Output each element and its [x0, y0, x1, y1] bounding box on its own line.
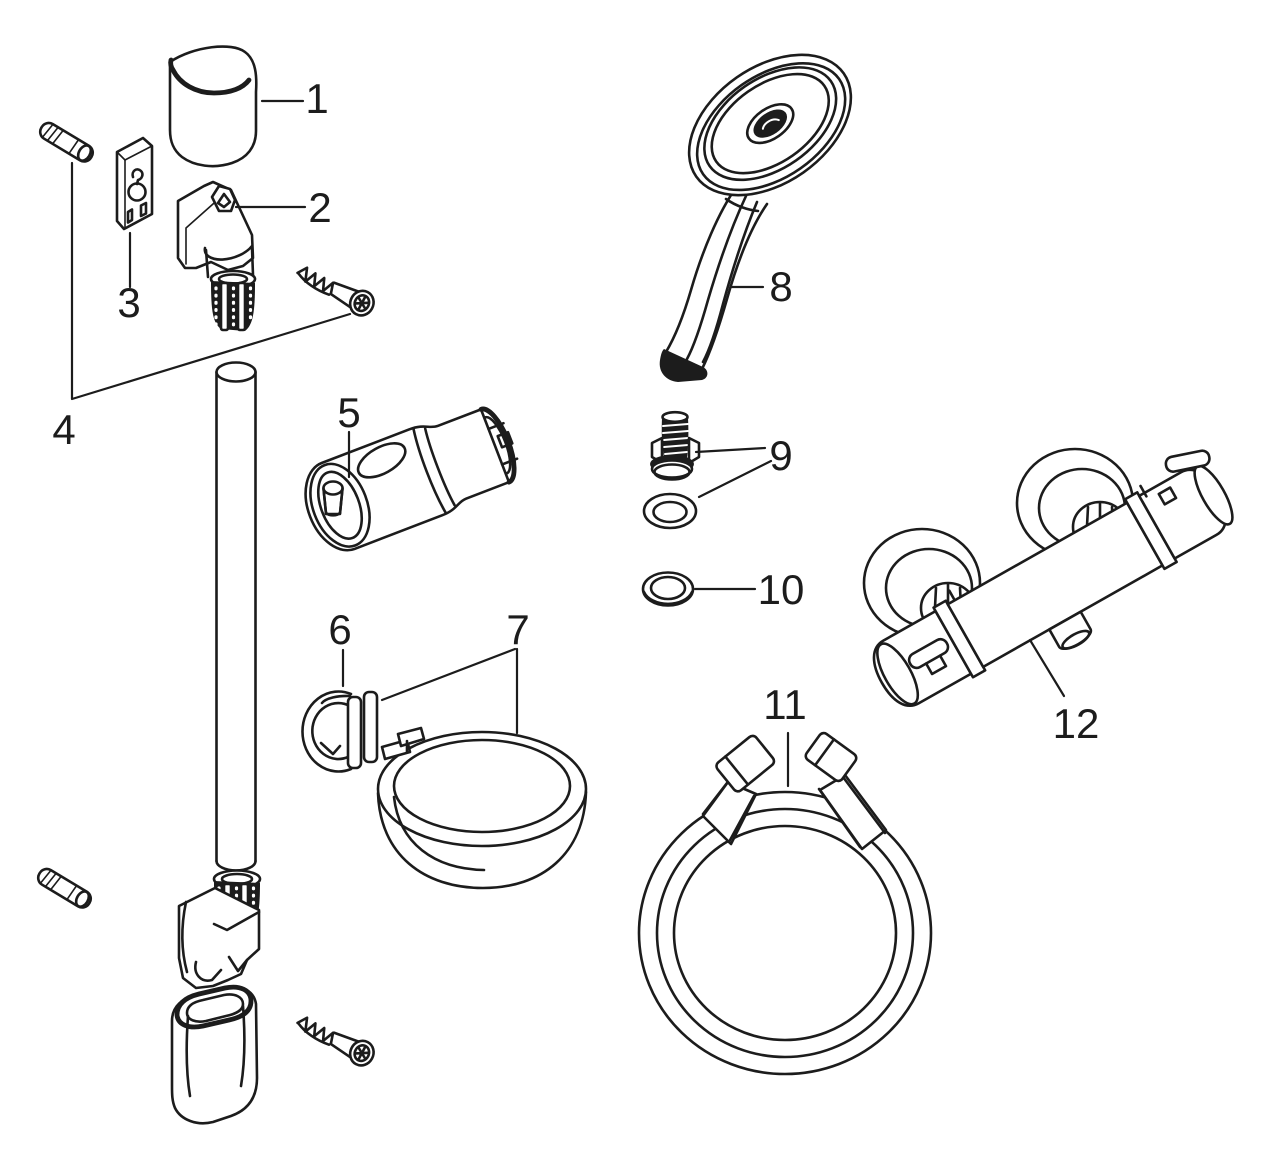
leader-line-9 — [694, 446, 773, 499]
part-label-10: 10 — [758, 566, 805, 613]
shutoff-knob — [872, 609, 973, 707]
leader-line-7 — [380, 647, 519, 735]
outlet-connection — [1048, 610, 1093, 651]
wall-plug-top — [35, 118, 98, 166]
part-5-slider — [304, 406, 519, 552]
part-7-soap-dish-ring — [376, 726, 588, 890]
part-label-5: 5 — [337, 389, 360, 436]
part-3-mounting-plate — [115, 136, 154, 231]
bottom-end-cap — [170, 984, 259, 1125]
safety-stop-button — [1164, 449, 1211, 473]
screw-top — [292, 257, 380, 321]
lower-bracket-assembly — [33, 864, 380, 1125]
temperature-knob — [1137, 449, 1234, 560]
part-6-clip — [301, 690, 379, 773]
part-10-filter-seal — [641, 571, 695, 607]
part-label-9: 9 — [769, 432, 792, 479]
part-label-8: 8 — [769, 263, 792, 310]
part-2-upper-bracket — [176, 180, 257, 332]
part-9-fitting-and-seal — [642, 410, 701, 530]
part-label-1: 1 — [305, 75, 328, 122]
part-label-6: 6 — [328, 606, 351, 653]
part-label-7: 7 — [506, 606, 529, 653]
leader-line-12 — [1028, 638, 1066, 698]
part-8-hand-shower — [659, 53, 853, 382]
part-1-end-cap — [168, 45, 258, 168]
part-label-12: 12 — [1053, 700, 1100, 747]
wall-rail — [215, 361, 257, 872]
leader-line-4 — [70, 161, 352, 401]
hand-shower-handle — [659, 184, 769, 382]
seal-ring — [642, 492, 698, 530]
screw-bottom — [292, 1007, 380, 1071]
part-12-thermostat — [862, 447, 1234, 707]
part-label-2: 2 — [308, 184, 331, 231]
part-label-11: 11 — [763, 681, 807, 728]
part-11-hose — [637, 731, 933, 1076]
part-label-3: 3 — [117, 279, 140, 326]
part-label-4: 4 — [52, 406, 75, 453]
hand-shower-head — [687, 53, 853, 197]
wall-plug-bottom — [33, 864, 96, 912]
